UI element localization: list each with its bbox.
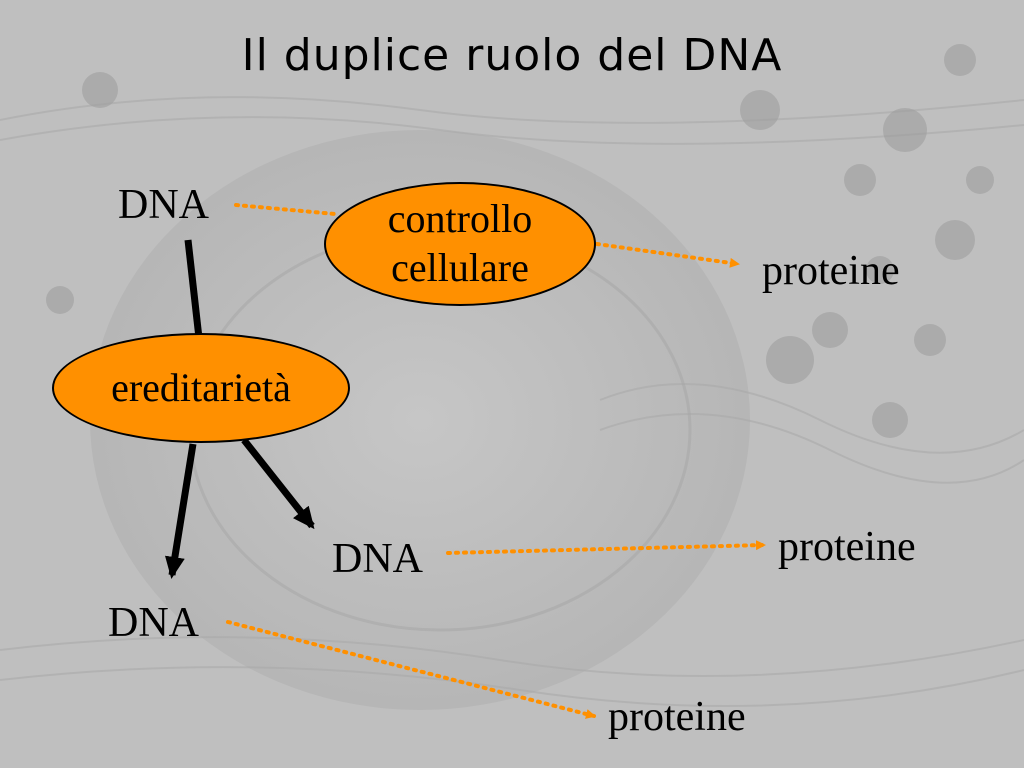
dna-mid-label: DNA — [332, 536, 423, 582]
proteine-bottom-label: proteine — [608, 694, 746, 740]
dotted-arrow-dna-bottom-proteine — [226, 620, 596, 719]
slide-title: Il duplice ruolo del DNA — [241, 30, 783, 81]
proteine-top-label: proteine — [762, 248, 900, 294]
proteine-mid-label: proteine — [778, 524, 916, 570]
solid-arrow-ereditarieta-dna-bottom — [164, 443, 197, 579]
ereditarieta-label: ereditarietà — [111, 364, 291, 410]
dna-bottom-label: DNA — [108, 600, 199, 646]
controllo-cellulare-label: controllo cellulare — [387, 196, 533, 290]
solid-line-dna-ereditarieta — [184, 239, 203, 339]
dotted-link-dna-controllo — [234, 203, 337, 216]
solid-arrow-ereditarieta-dna-mid — [241, 437, 315, 530]
dotted-arrow-dna-mid-proteine — [446, 540, 766, 555]
dna-top-label: DNA — [118, 182, 209, 228]
ereditarieta-node: ereditarietà — [52, 333, 350, 443]
controllo-cellulare-node: controllo cellulare — [324, 182, 596, 306]
dotted-arrow-controllo-proteine — [595, 242, 740, 268]
